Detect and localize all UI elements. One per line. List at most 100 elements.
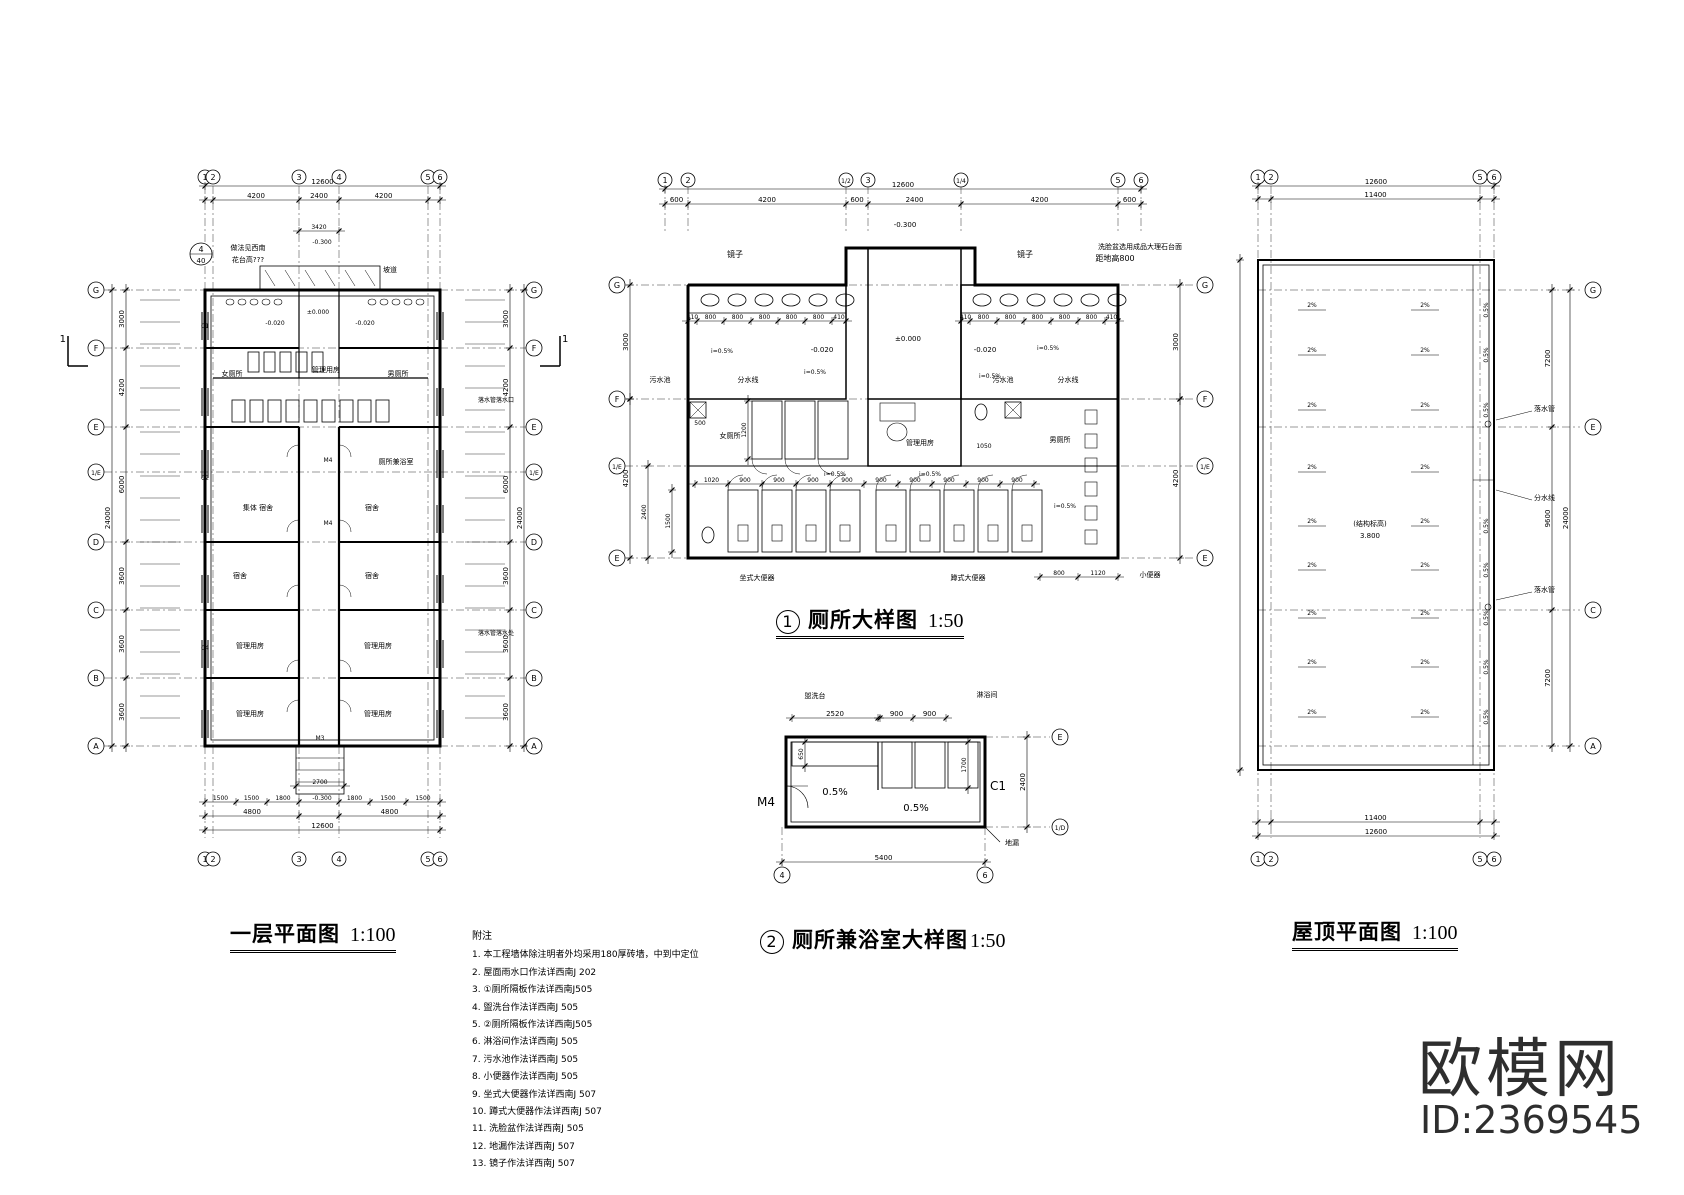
axis-bubble: 2 <box>205 169 221 185</box>
dimension-text: 500 <box>694 420 706 427</box>
squat-pan <box>737 524 749 542</box>
door-swing <box>751 458 768 475</box>
axis-circle <box>1584 737 1602 755</box>
axis-label: 3 <box>865 176 870 185</box>
axis-circle <box>608 549 626 567</box>
axis-label: 3 <box>296 173 301 182</box>
axis-label: 6 <box>1491 855 1496 864</box>
door-swing <box>909 474 926 491</box>
dimension-text: 3000 <box>1172 333 1180 351</box>
wash-basin <box>1107 293 1127 307</box>
wash-basin <box>225 298 235 306</box>
axis-bubble: D <box>525 533 543 551</box>
door-swing <box>286 519 300 533</box>
dimension-text: 3000 <box>622 333 630 351</box>
dimension-text: 1700 <box>961 757 968 772</box>
door-swing <box>286 699 300 713</box>
slope-label: 0.5% <box>1483 659 1490 675</box>
axis-circle <box>608 276 626 294</box>
dimension-text: 3600 <box>502 635 510 653</box>
room-label: 管理用房 <box>364 709 392 718</box>
axis-bubble: 2 <box>680 172 696 188</box>
axis-label: 1 <box>1255 173 1260 182</box>
axis-bubble: 5 <box>1472 851 1488 867</box>
slope-label: i=0.5% <box>1054 503 1076 510</box>
dimension-text: 900 <box>909 477 921 484</box>
axis-label: G <box>531 286 537 295</box>
axis-label: A <box>531 742 537 751</box>
level-label: -0.020 <box>355 320 375 327</box>
dimension-text: 900 <box>875 477 887 484</box>
axis-circle <box>976 866 994 884</box>
wash-basin <box>808 293 828 307</box>
dimension-text: 2520 <box>826 710 844 718</box>
downpipe-label: 落水管 <box>1534 585 1555 594</box>
dimension-text: 410 <box>960 314 972 321</box>
axis-label: 1/E <box>1200 464 1210 471</box>
slope-label: 2% <box>1420 562 1430 569</box>
vanity-label: 盥洗台 <box>805 691 826 700</box>
dimension-text: 650 <box>798 748 805 760</box>
axis-circle <box>680 172 696 188</box>
toilet-bath-detail-number: 2 <box>760 929 784 954</box>
axis-label: 1/D <box>1055 825 1066 832</box>
door-swing <box>286 444 300 458</box>
structure-note: (结构标高) <box>1353 519 1387 528</box>
axis-label: 1/E <box>612 464 622 471</box>
dimension-text: 3600 <box>118 567 126 585</box>
dimension-text: 800 <box>813 314 825 321</box>
axis-bubble: 3 <box>291 169 307 185</box>
note-item: 6. 淋浴间作法详西南J 505 <box>472 1037 579 1048</box>
toilet-stall <box>761 489 793 553</box>
door-swing <box>338 519 352 533</box>
dimension-text: 4200 <box>118 379 126 397</box>
axis-label: D <box>531 538 537 547</box>
dimension-text: 4200 <box>375 192 393 200</box>
wash-basin <box>379 298 389 306</box>
slope-label: 2% <box>1307 402 1317 409</box>
fixture-label: 小便器 <box>1140 570 1161 579</box>
door-swing <box>875 474 892 491</box>
axis-bubble: 1/E <box>608 457 626 475</box>
dimension-text: 2400 <box>1019 773 1027 791</box>
desk <box>879 402 916 422</box>
dimension-text: 2400 <box>641 504 648 519</box>
doors-tag: M4 <box>324 457 333 464</box>
axis-circle <box>525 463 543 481</box>
slope-label: 0.5% <box>1483 402 1490 418</box>
wash-basin <box>249 298 259 306</box>
toilet-stall <box>909 489 941 553</box>
axis-bubble: G <box>525 281 543 299</box>
axis-bubble: 3 <box>860 172 876 188</box>
door-swing <box>338 699 352 713</box>
axis-circle <box>87 418 105 436</box>
axis-circle <box>525 418 543 436</box>
doors-tag: M4 <box>324 520 333 527</box>
axis-circle <box>1486 851 1502 867</box>
level-label: -0.020 <box>974 346 997 354</box>
axis-circle <box>87 737 105 755</box>
wash-basin <box>237 298 247 306</box>
dimension-text: 900 <box>977 477 989 484</box>
slope-label: 2% <box>1420 302 1430 309</box>
axis-circle <box>1584 281 1602 299</box>
ridge-label: 分水线 <box>738 375 759 384</box>
dimension-text: 1200 <box>741 422 748 437</box>
door-swing <box>795 474 812 491</box>
watermark-brand: 欧模网 <box>1418 1033 1622 1107</box>
axis-bubble: E <box>608 549 626 567</box>
line <box>1495 410 1533 421</box>
slope-label: 2% <box>1420 610 1430 617</box>
ridge-label: 分水线 <box>1058 375 1079 384</box>
note-item: 2. 屋面雨水口作法详西南J 202 <box>472 967 597 978</box>
wash-basin <box>972 293 992 307</box>
axis-label: 1/4 <box>956 178 966 185</box>
axis-circle <box>1584 418 1602 436</box>
axis-circle <box>1196 457 1214 475</box>
dimension-text: 11400 <box>1364 191 1386 199</box>
dimension-text: 6000 <box>502 476 510 494</box>
